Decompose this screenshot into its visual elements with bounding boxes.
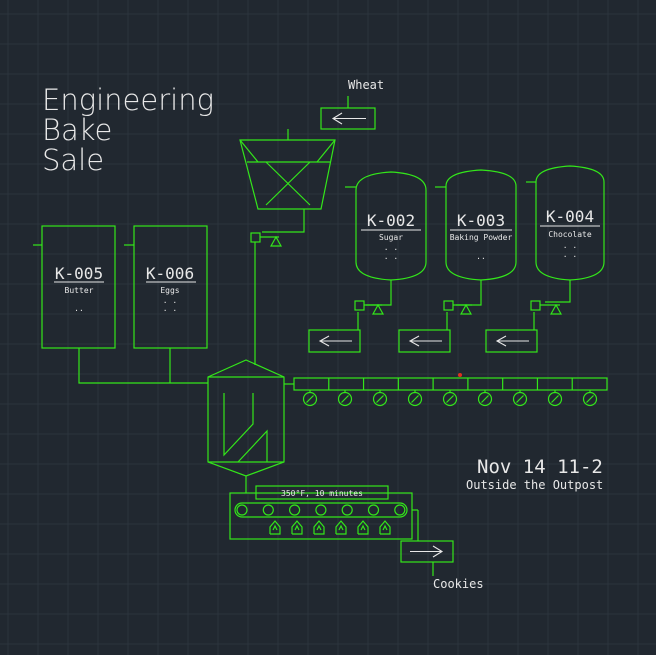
svg-text:..: .. xyxy=(476,252,486,261)
title-line-1: Engineering xyxy=(42,83,214,117)
conveyor-roller xyxy=(341,395,349,403)
tank-content: Butter xyxy=(65,286,94,295)
tank-discharge-valves xyxy=(354,280,571,315)
event-date: Nov 14 11-2 xyxy=(477,456,603,478)
oven-roller xyxy=(341,504,353,516)
conveyor-roller xyxy=(516,395,524,403)
oven-burner xyxy=(313,520,325,535)
svg-text:. .: . . xyxy=(163,304,177,313)
hopper-feed-valve xyxy=(250,209,305,365)
event-place: Outside the Outpost xyxy=(466,478,603,492)
svg-text:. .: . . xyxy=(384,252,398,261)
ingredient-conveyor xyxy=(284,373,608,407)
svg-text:. .: . . xyxy=(563,241,577,250)
position-marker xyxy=(458,373,462,377)
tank-k-004: K-004 Chocolate . . . . xyxy=(526,165,605,281)
conveyor-roller xyxy=(586,395,594,403)
tank-piping xyxy=(78,348,208,384)
oven-roller xyxy=(394,504,406,516)
tank-k-003: K-003 Baking Powder .. xyxy=(435,169,517,281)
oven-burner xyxy=(382,524,388,531)
oven-burner xyxy=(335,520,347,535)
svg-text:Chocolate: Chocolate xyxy=(548,230,592,239)
oven-roller xyxy=(367,504,380,516)
wheat-label: Wheat xyxy=(348,78,384,92)
oven-burner xyxy=(269,520,281,535)
conveyor-roller xyxy=(306,395,314,403)
svg-text:. .: . . xyxy=(163,296,177,305)
oven-roller xyxy=(236,504,248,516)
oven-label: 350°F, 10 minutes xyxy=(281,489,363,498)
oven-roller xyxy=(262,504,274,516)
oven-burner xyxy=(316,524,322,531)
tank-k-002: K-002 Sugar . . . . xyxy=(345,171,427,281)
oven-burner xyxy=(379,520,391,535)
oven-burner xyxy=(338,524,344,531)
oven-conveyor: 350°F, 10 minutes xyxy=(229,485,419,541)
oven-burner xyxy=(357,520,369,535)
svg-text:. .: . . xyxy=(384,243,398,252)
svg-text:Baking Powder: Baking Powder xyxy=(450,233,513,242)
conveyor-roller xyxy=(411,395,419,403)
conveyor-roller xyxy=(376,395,384,403)
svg-text:K-004: K-004 xyxy=(546,207,594,226)
tank-k-005: K-005 Butter .. xyxy=(33,225,116,349)
svg-text:K-003: K-003 xyxy=(457,211,505,230)
oven-burner xyxy=(360,524,366,531)
oven-burner xyxy=(294,524,300,531)
conveyor-roller xyxy=(446,395,454,403)
tank-content: Eggs xyxy=(160,286,179,295)
hopper-mill xyxy=(239,129,336,210)
svg-text:..: .. xyxy=(74,304,84,313)
oven-roller xyxy=(289,504,301,516)
svg-text:K-002: K-002 xyxy=(367,211,415,230)
conveyor-roller xyxy=(481,395,489,403)
oven-burner xyxy=(291,520,303,535)
wheat-feed-arrow-box xyxy=(320,96,376,130)
svg-text:. .: . . xyxy=(563,250,577,259)
oven-burner xyxy=(272,524,278,531)
tank-tag: K-005 xyxy=(55,264,103,283)
feed-arrow-boxes xyxy=(308,312,538,353)
cookies-output-arrow-box xyxy=(400,540,454,576)
oven-roller xyxy=(315,504,327,516)
mixer xyxy=(207,359,285,493)
tank-k-006: K-006 Eggs . . . . xyxy=(124,225,208,349)
cookies-label: Cookies xyxy=(433,577,484,591)
title-line-3: Sale xyxy=(42,143,104,177)
conveyor-roller xyxy=(551,395,559,403)
tank-tag: K-006 xyxy=(146,264,194,283)
svg-text:Sugar: Sugar xyxy=(379,233,403,242)
title-line-2: Bake xyxy=(42,113,112,147)
